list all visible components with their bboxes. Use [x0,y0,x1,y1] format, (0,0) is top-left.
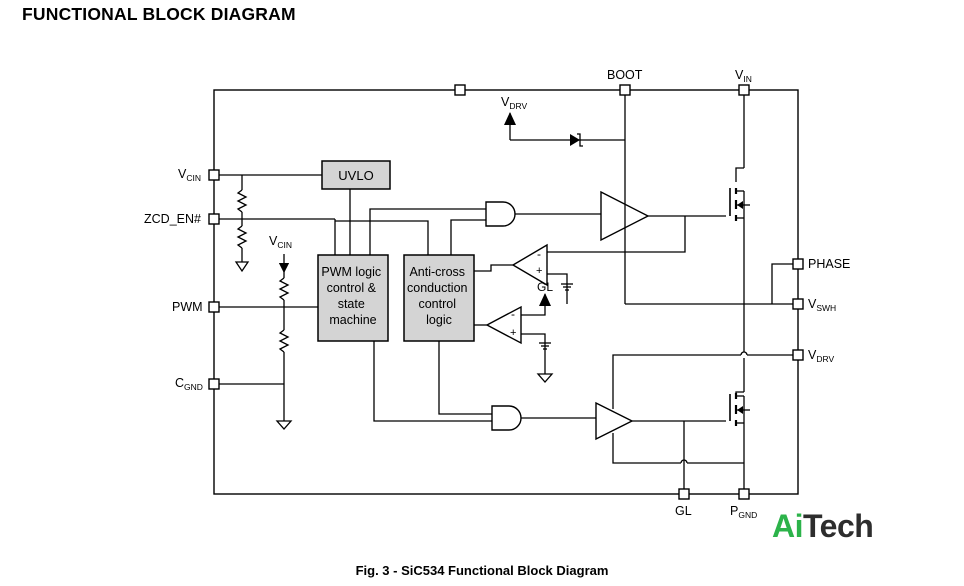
pwm-logic-line-4: machine [329,313,376,327]
vswh-pin [792,298,804,310]
pwm-logic-block: PWM logic control & state machine [317,254,389,342]
aitech-logo: AiTech [772,508,874,544]
figure-caption: Fig. 3 - SiC534 Functional Block Diagram [355,563,609,578]
svg-text:PWM logic control &: PWM logic control & state machine [321,265,384,327]
pgnd-label: PGND [730,504,757,520]
pgnd-comparator [485,305,522,345]
boot-label: BOOT [607,68,643,82]
anti-cross-line-4: logic [426,313,452,327]
uvlo-block: UVLO [321,160,391,190]
zcd-en-pin [208,213,220,225]
svg-text:Anti-cross conduction: Anti-cross conduction control logic [407,265,471,327]
phase-pin [792,258,804,270]
anti-cross-block: Anti-cross conduction control logic [403,254,475,342]
bottom-comp-plus: + [510,327,516,339]
gl-pin [678,488,690,500]
vcin-net [218,174,322,273]
uvlo-label: UVLO [338,168,373,183]
chip-outline [213,89,799,495]
top-comp-plus: + [536,265,542,277]
pwm-label: PWM [172,300,203,314]
pwm-logic-line-1: PWM logic [321,265,381,279]
cgnd-label: CGND [175,376,203,392]
vcin-pin [208,169,220,181]
anti-cross-line-2: conduction [407,281,468,295]
top-and-gate [485,201,516,227]
pgnd-pin [738,488,750,500]
low-side-driver [595,401,634,441]
vdrv-label: VDRV [808,348,834,364]
gl-label: GL [675,504,692,518]
diagram-title: FUNCTIONAL BLOCK DIAGRAM [22,4,296,24]
anti-cross-line-1: Anti-cross [409,265,465,279]
vcin-supply-label: VCIN [269,234,292,250]
vcin-pullup-network [275,254,293,430]
top-edge-pin [454,84,466,96]
gl-sense-ground-icon [561,283,573,291]
zcd-en-label: ZCD_EN# [144,212,201,226]
pgnd-sense-ground-icon [539,342,551,350]
low-side-mosfet [729,304,750,490]
boot-diode-icon [570,133,583,147]
pwm-logic-line-2: control & [327,281,377,295]
pwm-pin [208,301,220,313]
vin-label: VIN [735,68,752,84]
cgnd-pin [208,378,220,390]
vdrv-supply-label: VDRV [501,95,527,111]
phase-label: PHASE [808,257,850,271]
anti-cross-line-3: control [418,297,456,311]
vdrv-pin [792,349,804,361]
vin-pin [738,84,750,96]
bottom-and-gate [491,405,522,431]
bottom-comp-minus: - [511,307,515,321]
zero-cross-comparator [511,243,548,287]
vswh-label: VSWH [808,297,836,313]
vcin-label: VCIN [178,167,201,183]
gl-sense-label: GL [537,280,553,294]
pwm-logic-line-3: state [338,297,365,311]
high-side-mosfet [729,94,750,304]
top-comp-minus: - [537,247,541,261]
boot-pin [619,84,631,96]
